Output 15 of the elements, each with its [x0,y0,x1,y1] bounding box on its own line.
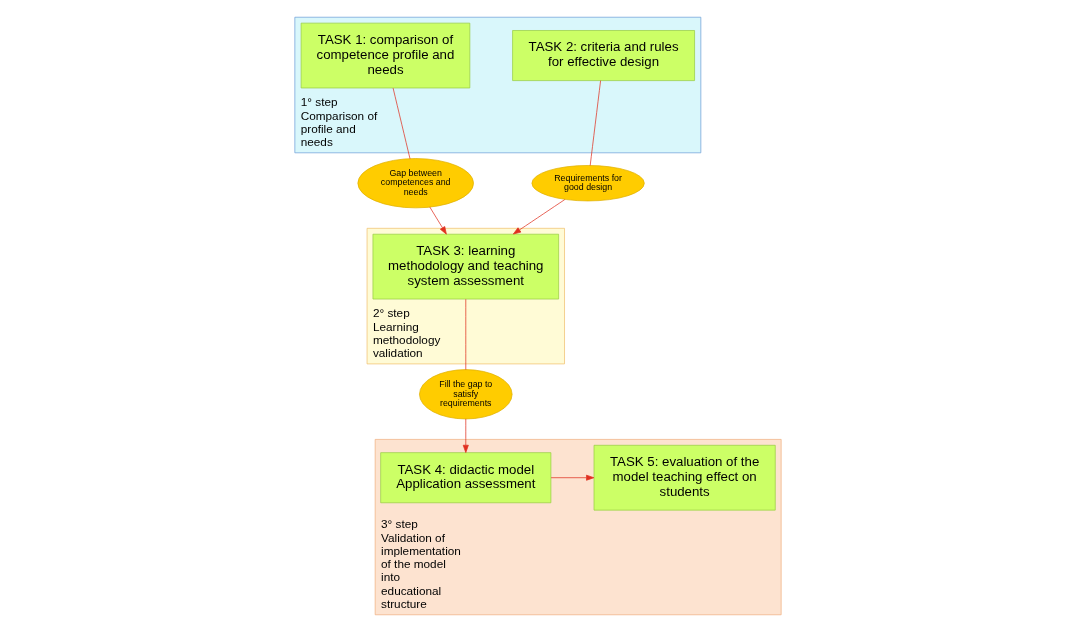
node-box: TASK 1: comparison of competence profile and needs [300,22,471,89]
arrow [429,206,447,235]
arrow [512,199,566,235]
node-box: TASK 4: didactic model Application assessment [380,452,552,504]
arrow [462,418,469,453]
arrow [550,474,595,481]
node-ellipse: Gap between competences and needs [357,158,474,209]
connector [589,80,601,166]
node-box: TASK 3: learning methodology and teaching system assessment [372,233,559,300]
node-ellipse: Requirements for good design [531,165,645,202]
connector [392,87,411,160]
connector [465,298,467,371]
node-box: TASK 5: evaluation of the model teaching effect on students [593,444,776,511]
node-box: TASK 2: criteria and rules for effective design [512,30,695,81]
node-ellipse: Fill the gap to satisfy requirements [419,369,513,420]
